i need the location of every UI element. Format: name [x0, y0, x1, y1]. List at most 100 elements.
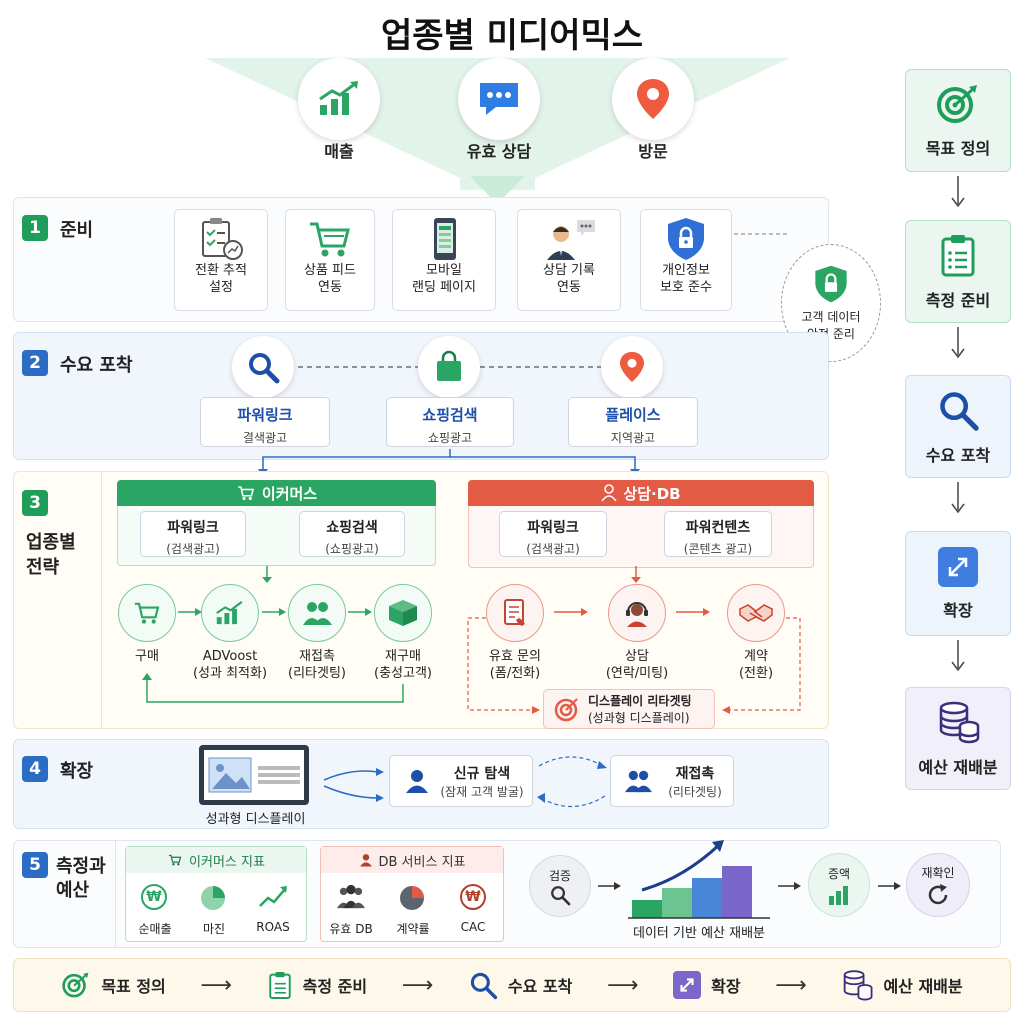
bottom-arrow-1: ⟶: [200, 972, 232, 998]
ecom-flow-3-l2: (리타겟팅): [288, 666, 346, 681]
ecom-flow-1: 구매: [107, 648, 187, 665]
search-icon: [232, 336, 294, 398]
consult-box2-name: 파워컨텐츠: [685, 520, 751, 536]
verify-circle: 검증: [529, 855, 591, 917]
budget-bar-chart: [628, 840, 770, 919]
ecom-metric-2: 마진: [202, 922, 226, 936]
expand-icon: [673, 971, 702, 999]
ecom-down-arrow: [262, 566, 272, 583]
step1-title: 준비: [60, 220, 94, 241]
bottom-label-3: 수요 포착: [507, 977, 573, 996]
arrow-right-icon: [778, 882, 801, 890]
goal-sales: [298, 58, 380, 140]
bottom-arrow-3: ⟶: [606, 972, 639, 998]
card-label-2b: 연동: [318, 280, 342, 295]
shopping-search-name: 쇼핑검색: [422, 406, 478, 424]
consult-header: 상담·DB: [468, 480, 814, 506]
consultant-icon: [547, 220, 595, 260]
won-icon: ₩: [141, 884, 167, 910]
card-label-4a: 상담 기록: [543, 263, 595, 278]
step1-number: 1: [22, 215, 48, 241]
step4-split-arrows: [323, 768, 384, 802]
powerlink-sub: 결색광고: [242, 431, 288, 445]
card-label-1b: 설정: [209, 280, 233, 295]
consult-flow-2-l1: 상담: [625, 649, 649, 664]
side-label-2: 측정 준비: [925, 290, 991, 310]
card-conversion-tracking: 전환 추적 설정: [174, 209, 268, 311]
bottom-item-goal: 목표 정의: [61, 971, 166, 999]
mobile-icon: [434, 218, 456, 260]
side-demand-card: 수요 포착: [905, 375, 1011, 478]
ecom-flow-4: 재구매(충성고객): [363, 648, 443, 682]
image-icon: [204, 750, 304, 800]
step2-dashed-connector: [298, 366, 610, 368]
step3-number: 3: [22, 490, 48, 516]
new-explore-box: 신규 탐색 (잠재 고객 발굴): [389, 755, 533, 807]
search-icon: [470, 972, 497, 1000]
step5-number: 5: [22, 852, 48, 878]
consult-flow-3: 계약(전환): [711, 648, 801, 682]
refresh-icon: [928, 883, 948, 904]
consult-flow-2-l2: (연락/미팅): [605, 666, 669, 681]
new-explore-name: 신규 탐색: [453, 765, 511, 782]
ecom-flow-4-l2: (충성고객): [374, 666, 432, 681]
ecom-flow-3: 재접촉 (리타겟팅): [277, 648, 357, 682]
consult-flow-2: 상담 (연락/미팅): [592, 648, 682, 682]
target-icon: [937, 84, 977, 123]
search-icon: [551, 885, 571, 905]
ecom-box2-name: 쇼핑검색: [326, 520, 378, 536]
ecom-flow-2-l2: (성과 최적화): [192, 666, 268, 681]
powerlink-name: 파워링크: [237, 406, 293, 424]
shield-lock-icon: [815, 265, 847, 303]
side-budget-card: 예산 재배분: [905, 687, 1011, 790]
increase-label: 증액: [827, 866, 851, 881]
place-name: 플레이스: [605, 406, 661, 424]
side-measure-card: 측정 준비: [905, 220, 1011, 323]
target-icon: [62, 972, 89, 998]
ecom-box1-sub: (검색광고): [166, 542, 220, 556]
target-icon: [554, 698, 578, 722]
step3-title-line1: 업종별: [26, 532, 76, 553]
goal-label-sales: 매출: [324, 142, 354, 161]
bottom-item-measure: 측정 준비: [267, 970, 367, 1000]
cart-icon: [118, 584, 176, 642]
bottom-label-1: 목표 정의: [101, 977, 166, 996]
card-consult-record: 상담 기록 연동: [517, 209, 621, 311]
bottom-item-budget: 예산 재배분: [841, 969, 963, 1001]
cart-icon: [168, 854, 182, 866]
shield-lock-icon: [668, 218, 704, 260]
ecommerce-header: 이커머스: [117, 480, 436, 506]
users-icon: [288, 584, 346, 642]
consult-flow-arrows: [554, 608, 710, 616]
clipboard-icon: [941, 234, 975, 276]
bar-chart-icon: [829, 885, 848, 905]
retarget-line2: (성과형 디스플레이): [588, 711, 690, 725]
pie-icon: [199, 884, 227, 916]
chart-caption: 데이터 기반 예산 재배분: [633, 926, 765, 941]
side-goal-card: 목표 정의: [905, 69, 1011, 172]
side-label-5: 예산 재배분: [918, 757, 998, 777]
user-icon: [406, 770, 428, 793]
verify-label: 검증: [548, 868, 572, 883]
consult-flow-1-l2: (폼/전화): [489, 666, 541, 681]
ecom-powerlink-box: 파워링크 (검색광고): [140, 511, 246, 557]
users-icon: [625, 770, 652, 793]
expand-icon: [938, 546, 978, 587]
consult-box2-sub: (콘텐츠 광고): [683, 542, 753, 556]
ecom-metric-3: ROAS: [256, 920, 290, 934]
new-explore-sub: (잠재 고객 발굴): [440, 784, 524, 799]
badge-line1: 고객 데이터: [801, 310, 861, 324]
card-label-4b: 연동: [557, 280, 581, 295]
goal-consult: [458, 58, 540, 140]
step4-number: 4: [22, 756, 48, 782]
ecom-flow-3-l1: 재접촉: [299, 649, 335, 664]
won-icon: ₩: [460, 884, 486, 910]
page-title: 업종별 미디어믹스: [380, 16, 644, 56]
card-label-5a: 개인정보: [662, 263, 710, 278]
retarget-line1: 디스플레이 리타겟팅: [588, 694, 692, 708]
card-label-3a: 모바일: [426, 263, 462, 278]
growth-chart-icon: [201, 584, 259, 642]
chat-bubble-icon: [458, 58, 540, 140]
card-label-5b: 보호 준수: [660, 280, 712, 295]
bottom-arrow-4: ⟶: [775, 972, 807, 998]
